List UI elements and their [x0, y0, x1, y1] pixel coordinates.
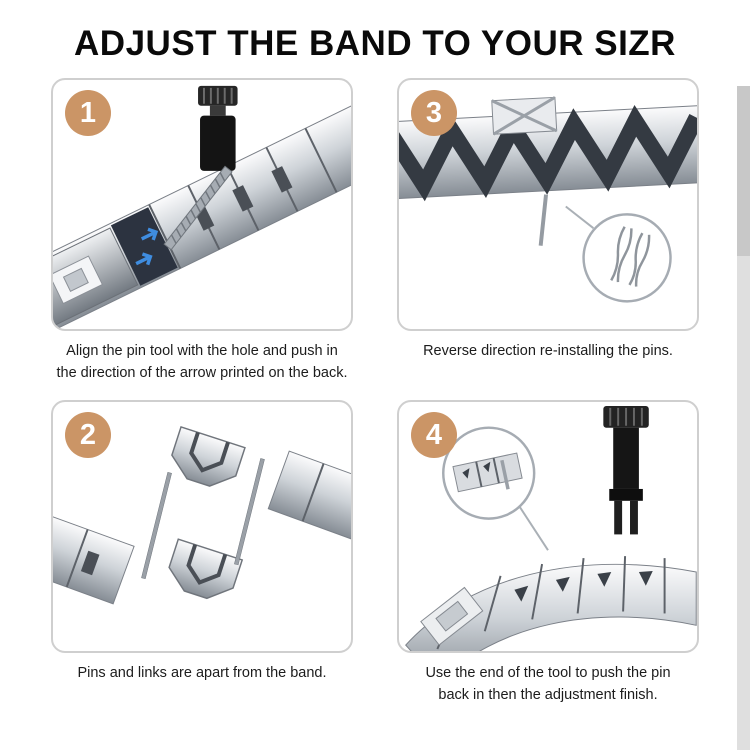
step-4-caption: Use the end of the tool to push the pin … [397, 662, 699, 716]
step-1-panel: 1 [51, 78, 353, 331]
step-2-caption: Pins and links are apart from the band. [51, 662, 353, 716]
caption-line: Align the pin tool with the hole and pus… [66, 343, 338, 359]
step-4-panel: 4 [397, 400, 699, 653]
step-3-caption: Reverse direction re-installing the pins… [397, 340, 699, 394]
scrollbar-thumb[interactable] [737, 86, 750, 256]
step-2-links-apart-illustration [53, 426, 351, 605]
step-1-band-pin-tool-illustration [53, 85, 351, 329]
tool-threaded-screw [163, 165, 233, 251]
band-clasp [420, 586, 484, 646]
watch-band [53, 99, 351, 329]
link-pin [538, 194, 548, 246]
pin-removal-tool [163, 85, 238, 251]
step-cell-2: 2 [51, 400, 353, 716]
step-4-push-pin-back-illustration [405, 405, 697, 651]
magnifier-detail-circle [442, 426, 549, 551]
link-pin [234, 458, 265, 566]
steps-grid: 1 [0, 78, 750, 716]
step-2-panel: 2 [51, 400, 353, 653]
step-3-panel: 3 [397, 78, 699, 331]
printed-direction-arrows [135, 227, 159, 266]
caption-line: Use the end of the tool to push the pin [425, 665, 671, 681]
link-pin [141, 472, 172, 580]
band-segment-right [267, 450, 351, 557]
instruction-sheet: ADJUST THE BAND TO YOUR SIZR 1 [0, 24, 750, 750]
caption-line: back in then the adjustment finish. [438, 687, 658, 704]
magnifier-detail-circle [565, 205, 672, 303]
loose-link-top [171, 426, 246, 487]
step-1-caption: Align the pin tool with the hole and pus… [51, 340, 353, 394]
step-cell-1: 1 [51, 78, 353, 394]
loose-link-bottom [168, 538, 244, 600]
step-4-number-badge: 4 [411, 412, 457, 458]
step-cell-4: 4 [397, 400, 699, 716]
step-1-number-badge: 1 [65, 90, 111, 136]
watch-band [399, 96, 697, 202]
step-3-number-badge: 3 [411, 90, 457, 136]
step-2-number-badge: 2 [65, 412, 111, 458]
step-3-reinstall-pins-illustration [399, 96, 697, 303]
step-cell-3: 3 [397, 78, 699, 394]
page-title: ADJUST THE BAND TO YOUR SIZR [74, 24, 676, 63]
pin-push-tool [603, 405, 649, 535]
split-pins [610, 226, 651, 287]
caption-line: Pins and links are apart from the band. [77, 665, 327, 681]
scrollbar[interactable] [737, 86, 750, 750]
band-clasp [491, 96, 558, 136]
curved-watch-band [405, 556, 697, 651]
caption-line: the direction of the arrow printed on th… [56, 365, 348, 382]
band-segment-left [53, 495, 135, 605]
caption-line: Reverse direction re-installing the pins… [423, 343, 673, 359]
